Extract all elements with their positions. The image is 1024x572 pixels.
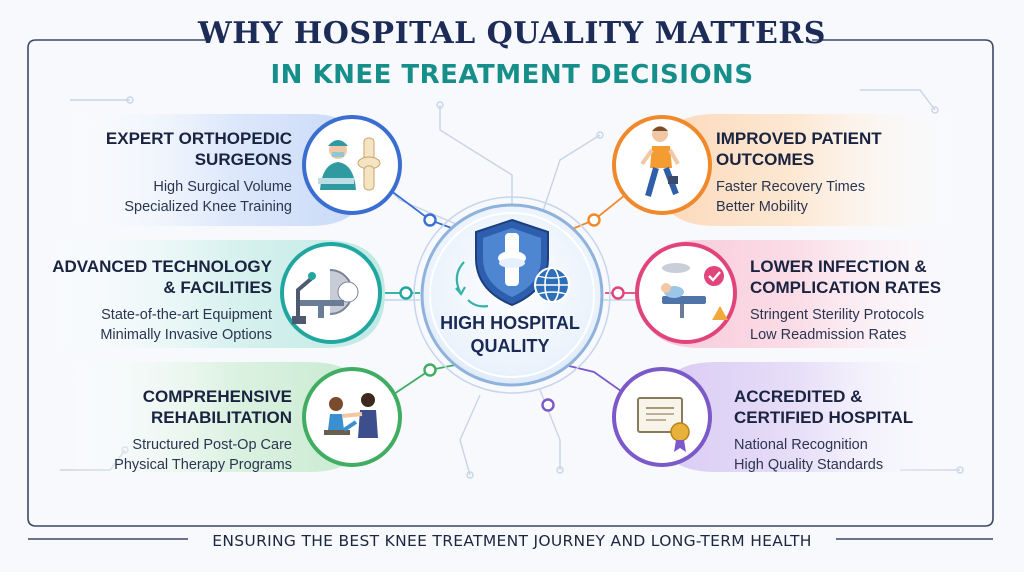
- card-heading: CERTIFIED HOSPITAL: [734, 408, 914, 427]
- center-label-line: QUALITY: [470, 336, 550, 356]
- surgeon-knee-icon: [318, 137, 381, 191]
- card-heading: & FACILITIES: [163, 278, 272, 297]
- card-heading: EXPERT ORTHOPEDIC: [105, 129, 292, 148]
- card-heading: REHABILITATION: [150, 408, 292, 427]
- card-comprehensive-rehab: COMPREHENSIVE REHABILITATION Structured …: [60, 386, 292, 475]
- card-detail-line: Physical Therapy Programs: [114, 457, 292, 473]
- card-heading: ACCREDITED &: [734, 387, 863, 406]
- card-detail: Faster Recovery Times Better Mobility: [716, 177, 956, 217]
- card-detail-line: High Surgical Volume: [153, 179, 292, 195]
- center-label-line: HIGH HOSPITAL: [440, 313, 580, 333]
- card-detail: High Surgical Volume Specialized Knee Tr…: [60, 177, 292, 217]
- walking-patient-icon: [640, 126, 680, 197]
- card-detail-line: Better Mobility: [716, 199, 808, 215]
- card-detail-line: Minimally Invasive Options: [100, 327, 272, 343]
- card-detail-line: Low Readmission Rates: [750, 327, 907, 343]
- card-detail: Stringent Sterility Protocols Low Readmi…: [750, 305, 990, 345]
- globe-icon: [534, 267, 570, 303]
- card-detail: State-of-the-art Equipment Minimally Inv…: [40, 305, 272, 345]
- knee-shield-icon: [475, 218, 549, 307]
- footer-tagline: ENSURING THE BEST KNEE TREATMENT JOURNEY…: [212, 532, 812, 550]
- card-detail-line: Stringent Sterility Protocols: [750, 307, 925, 323]
- card-detail-line: Specialized Knee Training: [124, 199, 292, 215]
- certificate-icon: [637, 397, 690, 452]
- physical-therapy-icon: [324, 393, 378, 438]
- center-label: HIGH HOSPITAL QUALITY: [410, 312, 610, 358]
- card-detail: National Recognition High Quality Standa…: [734, 435, 974, 475]
- card-heading: SURGEONS: [194, 150, 292, 169]
- card-heading: OUTCOMES: [716, 150, 815, 169]
- card-heading: ADVANCED TECHNOLOGY: [52, 257, 272, 276]
- card-advanced-technology: ADVANCED TECHNOLOGY & FACILITIES State-o…: [40, 256, 272, 345]
- card-detail-line: State-of-the-art Equipment: [101, 307, 272, 323]
- page-subtitle: IN KNEE TREATMENT DECISIONS: [270, 60, 754, 90]
- card-detail-line: Structured Post-Op Care: [132, 437, 292, 453]
- card-detail-line: High Quality Standards: [734, 457, 884, 473]
- card-detail-line: National Recognition: [734, 437, 868, 453]
- card-expert-surgeons: EXPERT ORTHOPEDIC SURGEONS High Surgical…: [60, 128, 292, 217]
- robotic-scanner-icon: [292, 269, 359, 324]
- card-heading: COMPLICATION RATES: [750, 278, 942, 297]
- card-improved-outcomes: IMPROVED PATIENT OUTCOMES Faster Recover…: [716, 128, 956, 217]
- card-accredited-hospital: ACCREDITED & CERTIFIED HOSPITAL National…: [734, 386, 974, 475]
- cycle-arrows-icon: [455, 261, 489, 308]
- outer-frame: [27, 39, 994, 527]
- connector-nodes: [399, 213, 625, 412]
- card-lower-infection: LOWER INFECTION & COMPLICATION RATES Str…: [750, 256, 990, 345]
- card-heading: COMPREHENSIVE: [142, 387, 292, 406]
- sterile-bed-icon: [661, 263, 728, 320]
- card-heading: LOWER INFECTION &: [750, 257, 927, 276]
- card-detail-line: Faster Recovery Times: [716, 179, 866, 195]
- card-heading: IMPROVED PATIENT: [716, 129, 882, 148]
- page-title: WHY HOSPITAL QUALITY MATTERS: [198, 16, 826, 51]
- card-detail: Structured Post-Op Care Physical Therapy…: [60, 435, 292, 475]
